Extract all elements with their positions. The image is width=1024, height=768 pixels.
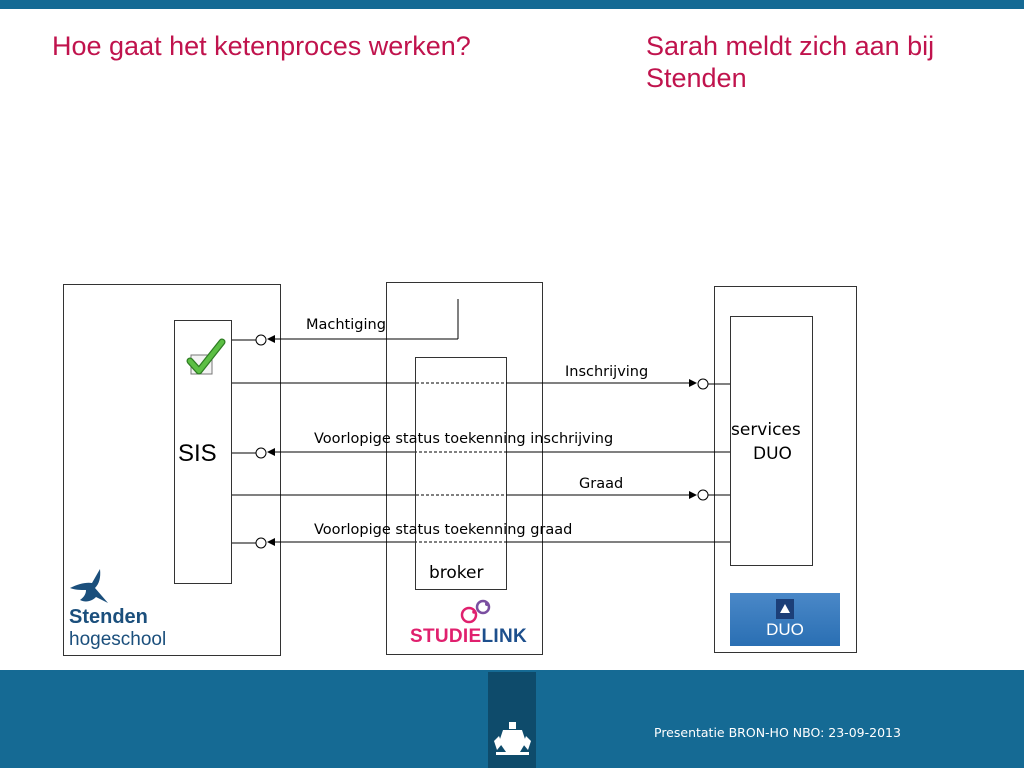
studielink-logo-part2: LINK — [481, 626, 528, 647]
duo-logo-text: DUO — [766, 620, 804, 639]
studielink-icon — [460, 599, 491, 624]
message-label-graad: Graad — [579, 476, 624, 492]
services-label: services — [731, 420, 801, 440]
stenden-logo-subtitle: hogeschool — [69, 629, 167, 650]
duo-crest-icon — [776, 599, 794, 619]
checkmark-icon — [186, 338, 226, 375]
stenden-swallow-icon — [70, 569, 108, 603]
top-bar — [0, 0, 1024, 9]
status-inschrijving-connector — [232, 447, 730, 459]
slide-title: Hoe gaat het ketenproces werken? — [52, 31, 471, 61]
status-graad-connector — [232, 537, 730, 549]
message-label-status-graad: Voorlopige status toekenning graad — [314, 522, 573, 538]
slide-subtitle: Sarah meldt zich aan bij Stenden — [646, 31, 935, 93]
message-label-inschrijving: Inschrijving — [565, 364, 649, 380]
sis-label: SIS — [178, 440, 217, 467]
footer-emblem-strip — [488, 672, 536, 768]
stenden-logo-name: Stenden — [69, 606, 148, 628]
inschrijving-connector — [232, 378, 730, 390]
duo-services-label: DUO — [753, 444, 792, 464]
broker-box — [415, 357, 507, 590]
message-label-machtiging: Machtiging — [306, 317, 386, 333]
machtiging-connector — [232, 299, 459, 346]
graad-connector — [232, 489, 730, 501]
duo-logo: DUO — [730, 593, 840, 646]
broker-label: broker — [429, 563, 484, 583]
studielink-logo: STUDIELINK — [410, 626, 527, 648]
message-label-status-inschrijving: Voorlopige status toekenning inschrijvin… — [314, 431, 614, 447]
footer-presentation-text: Presentatie BRON-HO NBO: 23-09-2013 — [654, 725, 901, 740]
services-box — [730, 316, 813, 566]
studielink-logo-part1: STUDIE — [410, 626, 482, 647]
